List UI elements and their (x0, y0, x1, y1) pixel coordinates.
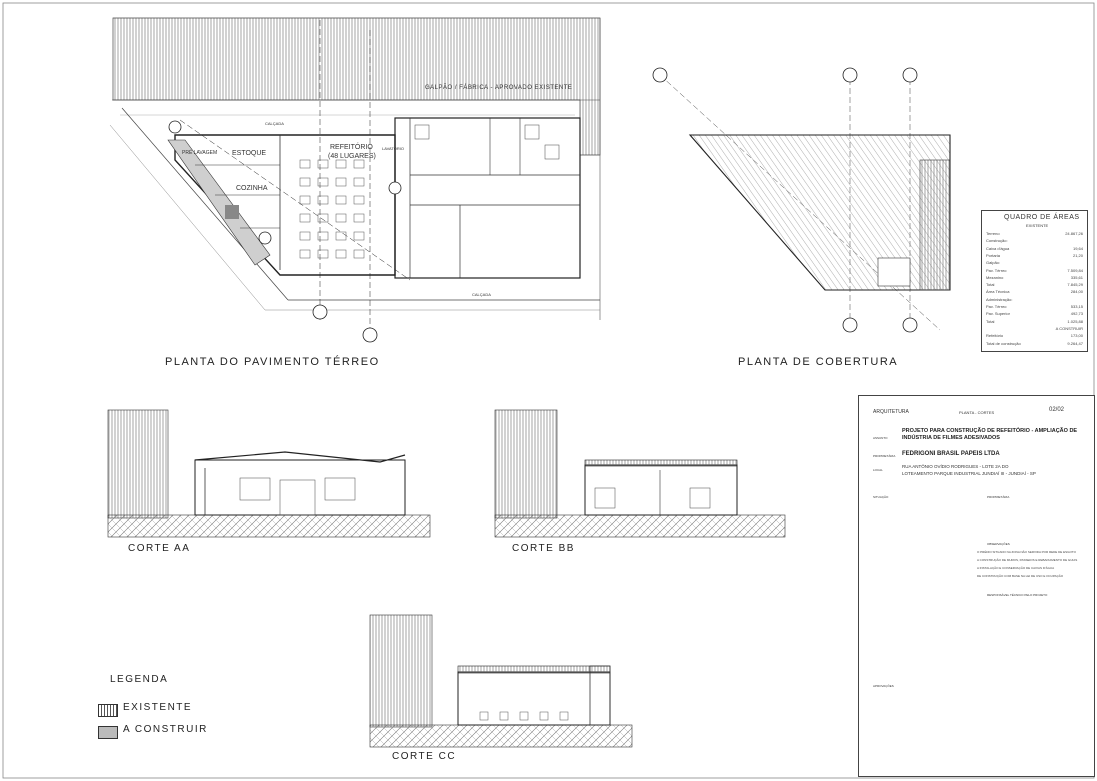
room-calcada-bottom: CALÇADA (472, 292, 491, 297)
tb-notes: O PRÉDIO SITUADO NA ZONA NÃO SERVIDA POR… (977, 550, 1089, 582)
area-row-value: 7.509,84 (1067, 267, 1083, 273)
area-row-value: 19,64 (1072, 245, 1083, 251)
roof-plan-title: PLANTA DE COBERTURA (738, 356, 899, 368)
area-row-label: Administração: (986, 296, 1013, 302)
area-row-value: 492,73 (1070, 311, 1083, 317)
area-row-label: Total (986, 318, 995, 324)
area-row-label: Construção: (986, 238, 1008, 244)
section-bb-title: CORTE BB (512, 543, 575, 554)
tb-note: O PRÉDIO SITUADO NA ZONA NÃO SERVIDA POR… (977, 550, 1076, 554)
roof-outline (688, 134, 951, 291)
section-cc (369, 614, 633, 748)
room-lavatorio: LAVATORIO (382, 146, 404, 151)
tb-location-label: LOCAL (873, 468, 883, 472)
section-markers (168, 20, 411, 345)
ground-floor-title: PLANTA DO PAVIMENTO TÉRREO (165, 356, 380, 368)
area-table-row: Pav. Superior 492,73 (986, 311, 1083, 316)
area-row-label: Portaria (986, 252, 1001, 258)
area-row-label: Pav. Térreo (986, 304, 1007, 309)
tb-situacao: SITUAÇÃO (873, 495, 889, 499)
tb-discipline: ARQUITETURA (873, 409, 909, 415)
area-row-label: Pav. Térreo (986, 267, 1007, 273)
area-row-value: 21,20 (1072, 252, 1083, 258)
section-cc-title: CORTE CC (392, 751, 457, 762)
area-table-row: Total de construção 9.264,47 (986, 341, 1083, 346)
area-row-value: 284,00 (1070, 289, 1083, 295)
section-bb (494, 409, 786, 538)
area-row-value: 7.845,29 (1067, 282, 1083, 288)
area-row-label: Caixa d'água (986, 245, 1010, 251)
title-block: ARQUITETURA PLANTA - CORTES 02/02 ASSUNT… (858, 395, 1095, 777)
tables (299, 159, 365, 259)
tb-owner: FEDRIGONI BRASIL PAPEIS LTDA (902, 451, 1000, 457)
legend-title: LEGENDA (110, 674, 169, 685)
area-row-label: Refeitório (986, 333, 1004, 339)
area-table-row: Área Técnica 284,00 (986, 289, 1083, 294)
tb-note: DE CONSTRUÇÃO COM BASE NA LEI DE USO E O… (977, 574, 1064, 578)
room-lugares: (48 LUGARES) (328, 153, 376, 160)
tb-address-1: RUA ANTÔNIO OVÍDIO RODRIGUES - LOTE 2A D… (902, 464, 1009, 469)
tb-project: PROJETO PARA CONSTRUÇÃO DE REFEITÓRIO - … (902, 428, 1078, 441)
area-row-label: Pav. Superior (986, 311, 1010, 317)
area-table-subtitle: EXISTENTE (1026, 223, 1049, 228)
room-calcada-top: CALÇADA (265, 121, 284, 126)
section-aa-title: CORTE AA (128, 543, 191, 554)
area-row-label: Área Técnica (986, 289, 1010, 295)
area-row-value: 24.867,26 (1065, 231, 1083, 236)
area-table-row: Galpão: (986, 260, 1083, 265)
area-row-value: A CONSTRUIR (1055, 325, 1083, 331)
area-table-row: Mezanino 335,61 (986, 275, 1083, 280)
legend-existing-swatch (98, 704, 118, 717)
room-estoque: ESTOQUE (232, 150, 267, 157)
room-pre-lavagem: PRÉ LAVAGEM (182, 150, 218, 156)
area-table-title: QUADRO DE ÁREAS (1004, 214, 1080, 221)
area-row-value: 9.264,47 (1067, 340, 1083, 346)
tb-aprovacoes: APROVAÇÕES (873, 684, 894, 688)
area-row-label: Total de construção (986, 340, 1021, 346)
tb-note: A INSTALAÇÃO E CONSERVAÇÃO DE CAIXAS D'Á… (977, 566, 1055, 570)
area-row-label: Terreno (986, 231, 1000, 236)
room-cozinha: COZINHA (236, 185, 268, 192)
area-row-value: 533,15 (1070, 304, 1083, 309)
area-table-row: Pav. Térreo 7.509,84 (986, 268, 1083, 273)
area-row-value: 1.025,88 (1067, 318, 1083, 324)
area-table: QUADRO DE ÁREAS EXISTENTE Terreno 24.867,… (981, 210, 1088, 352)
roof-plan (652, 67, 951, 333)
area-table-row: Administração: (986, 297, 1083, 302)
shed-label: GALPÃO / FÁBRICA - APROVADO EXISTENTE (425, 85, 573, 91)
tb-proprietaria: PROPRIETÁRIA (987, 495, 1010, 499)
area-table-row: Caixa d'água 19,64 (986, 246, 1083, 251)
legend-existing-label: EXISTENTE (123, 702, 193, 713)
legend-new-label: A CONSTRUIR (123, 724, 208, 735)
area-table-row: Total 1.025,88 (986, 319, 1083, 324)
area-table-row: Total 7.845,29 (986, 282, 1083, 287)
tb-sheet-content: PLANTA - CORTES (959, 410, 995, 415)
tb-address-2: LOTEAMENTO PARQUE INDUSTRIAL JUNDIAÍ III… (902, 471, 1036, 476)
tb-note: A CONSTRUÇÃO DE MUROS, PASSEIOS E REBAIX… (977, 558, 1078, 562)
area-row-value: 173,00 (1070, 333, 1083, 339)
area-row-label: Mezanino (986, 274, 1004, 280)
area-row-label: Galpão: (986, 260, 1001, 266)
ground-floor-plan (109, 17, 601, 345)
area-row-value: 335,61 (1070, 274, 1083, 280)
new-building (174, 134, 396, 276)
area-table-row: Refeitório 173,00 (986, 333, 1083, 338)
section-aa (107, 409, 431, 538)
tb-resp-tecnico: RESPONSÁVEL TÉCNICO PELO PROJETO (987, 593, 1048, 597)
existing-building (394, 117, 581, 279)
area-table-row: Portaria 21,20 (986, 253, 1083, 258)
area-table-row: Construção: (986, 238, 1083, 243)
tb-sheet-number: 02/02 (1049, 407, 1065, 413)
tb-project-label: ASSUNTO (873, 436, 888, 440)
area-row-label: Total (986, 282, 995, 288)
area-table-row: Terreno 24.867,26 (986, 231, 1083, 236)
room-refeitorio: REFEITÓRIO (330, 144, 373, 151)
tb-owner-label: PROPRIETÁRIA (873, 454, 896, 458)
area-table-row: Pav. Térreo 533,15 (986, 304, 1083, 309)
tb-observacoes: OBSERVAÇÕES (987, 542, 1010, 546)
legend-new-swatch (98, 726, 118, 739)
